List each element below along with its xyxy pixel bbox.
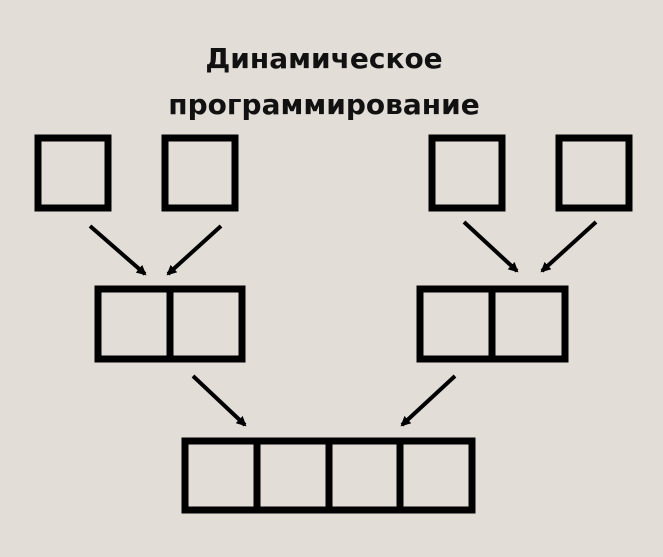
merge-box-right: [416, 285, 569, 363]
leaf-box-right-b: [555, 134, 633, 212]
arrow-merge-left: [191, 374, 247, 427]
leaf-box-right-a: [428, 134, 506, 212]
diagram-title: Динамическое программирование: [0, 36, 648, 128]
arrow-left-b: [166, 224, 223, 276]
merge-box-final: [181, 437, 476, 514]
leaf-box-left-a: [34, 134, 112, 212]
arrow-left-a: [88, 224, 147, 276]
arrow-right-a: [462, 220, 519, 273]
leaf-box-left-b: [161, 134, 239, 212]
arrow-right-b: [540, 220, 598, 273]
title-line-1: Динамическое: [205, 42, 443, 75]
title-line-2: программирование: [168, 88, 480, 121]
arrow-merge-right: [400, 374, 457, 427]
merge-box-left: [94, 285, 246, 363]
